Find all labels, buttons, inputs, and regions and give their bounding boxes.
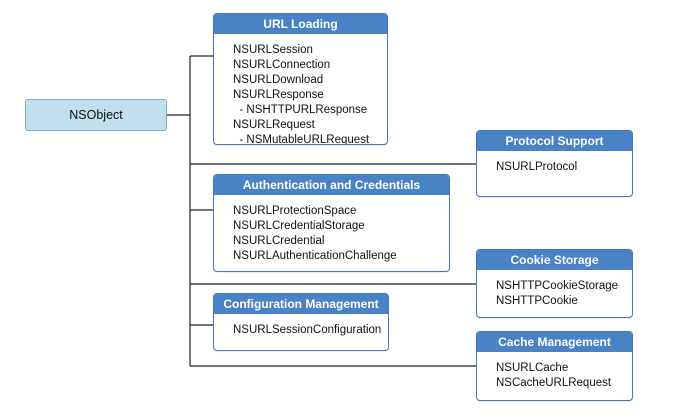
group-title: Cookie Storage (477, 250, 632, 270)
class-item: NSCacheURLRequest (496, 377, 612, 389)
group-configuration: Configuration Management NSURLSessionCon… (213, 293, 389, 351)
group-cache: Cache Management NSURLCache NSCacheURLRe… (476, 331, 633, 401)
nsobject-label: NSObject (69, 108, 123, 122)
class-list: NSURLCache NSCacheURLRequest (477, 352, 632, 391)
group-cookie-storage: Cookie Storage NSHTTPCookieStorage NSHTT… (476, 249, 633, 318)
group-url-loading: URL Loading NSURLSession NSURLConnection… (213, 13, 388, 145)
class-item: NSURLProtocol (496, 161, 578, 173)
class-item: NSURLCache (496, 362, 569, 374)
class-item: NSURLProtectionSpace (233, 205, 357, 217)
class-list: NSHTTPCookieStorage NSHTTPCookie (477, 270, 632, 309)
group-title: Protocol Support (477, 131, 632, 151)
class-item: NSHTTPCookieStorage (496, 280, 619, 292)
class-item: NSURLSessionConfiguration (233, 324, 382, 336)
group-title: Configuration Management (214, 294, 388, 314)
group-authentication: Authentication and Credentials NSURLProt… (213, 174, 450, 272)
class-item: NSURLDownload (233, 74, 324, 86)
class-item: NSHTTPCookie (496, 295, 578, 307)
class-item: NSURLCredential (233, 235, 325, 247)
class-list: NSURLProtocol (477, 151, 632, 175)
class-list: NSURLProtectionSpace NSURLCredentialStor… (214, 195, 449, 264)
group-title: Cache Management (477, 332, 632, 352)
class-item: - NSMutableURLRequest (233, 134, 370, 145)
class-list: NSURLSession NSURLConnection NSURLDownlo… (214, 34, 387, 145)
class-item: NSURLSession (233, 44, 313, 56)
class-item: NSURLRequest (233, 119, 315, 131)
group-protocol-support: Protocol Support NSURLProtocol (476, 130, 633, 197)
group-title: Authentication and Credentials (214, 175, 449, 195)
class-item: NSURLResponse (233, 89, 324, 101)
class-list: NSURLSessionConfiguration (214, 314, 388, 338)
nsobject-node: NSObject (25, 99, 167, 131)
class-item: - NSHTTPURLResponse (233, 104, 368, 116)
class-item: NSURLAuthenticationChallenge (233, 250, 397, 262)
class-item: NSURLCredentialStorage (233, 220, 365, 232)
group-title: URL Loading (214, 14, 387, 34)
class-item: NSURLConnection (233, 59, 331, 71)
